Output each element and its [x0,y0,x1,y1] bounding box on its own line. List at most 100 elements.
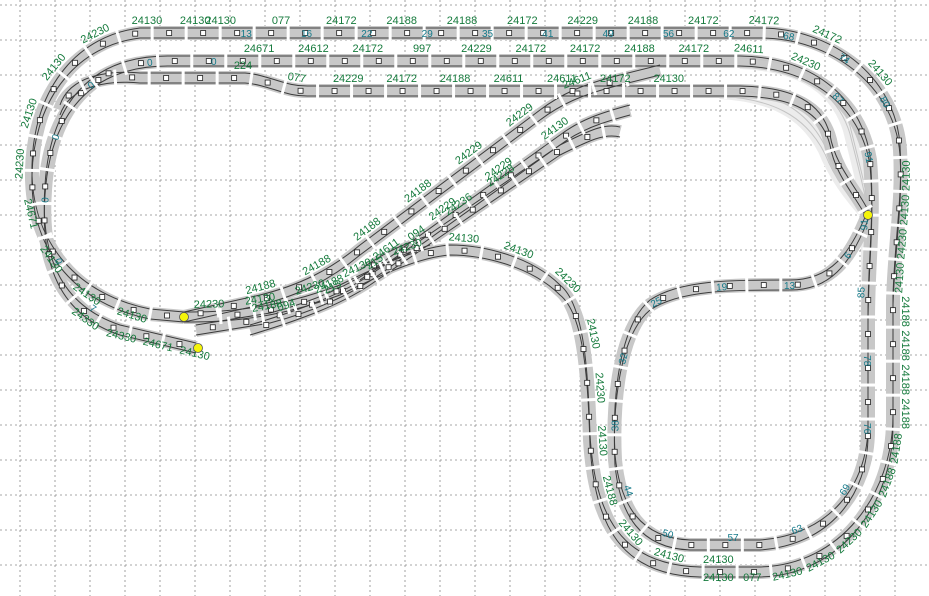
track-joint [779,277,783,294]
section-marker [230,302,237,309]
section-marker [99,40,106,47]
track-index-label: 0 [211,57,217,68]
track-joint [396,250,409,266]
section-marker [611,414,618,421]
section-marker [264,79,271,86]
track-joint [600,123,607,140]
track-part-label: 24130 [180,15,211,27]
track-joint [706,537,710,553]
track-joint [114,29,123,46]
track-part-label: 24172 [679,43,710,55]
section-marker [364,273,371,280]
section-marker [622,541,628,548]
track-joint [326,53,330,69]
track-joint [564,53,568,69]
section-marker [302,30,309,36]
section-marker [826,270,833,277]
track-joint [509,253,519,270]
section-marker [461,247,468,254]
track-part-label: 24130 [653,73,684,85]
section-marker [820,520,826,527]
track-joint [496,53,500,69]
track-joint [740,537,744,553]
track-joint [860,315,877,319]
section-marker [176,341,183,347]
track-joint [885,359,901,363]
open-end-marker[interactable] [863,210,873,220]
track-index-label: 78 [861,355,872,367]
track-joint [834,255,849,269]
section-marker [864,433,871,439]
track-part-label: 24130 [244,291,276,308]
track-joint [419,193,432,209]
track-joint [445,242,450,259]
track-joint [538,269,551,285]
track-index-label: 0 [52,257,64,266]
track-joint [258,53,262,69]
track-joint [666,53,670,69]
track-joint [889,223,907,228]
track-part-label: 24172 [507,15,538,27]
section-marker [896,205,903,212]
track-joint [885,291,902,296]
track-outer-main-rail [31,27,902,568]
section-marker [848,245,855,252]
track-part-label: 24130 [448,231,479,245]
section-marker [231,75,238,81]
track-joint [509,173,521,189]
section-marker [371,262,377,269]
track-index-label: 80 [877,95,892,110]
track-joint [337,255,350,271]
track-part-label: 24172 [570,43,601,55]
track-part-label: 24611 [734,42,764,56]
track-joint [280,79,288,96]
track-part-label: 24188 [628,15,659,27]
track-joint [745,277,749,294]
open-end-marker[interactable] [179,312,189,322]
track-joint [577,363,594,369]
track-index-label: 13 [784,281,796,292]
track-index-label: 41 [542,29,554,40]
track-part-label: 24611 [494,73,524,85]
track-joint [23,168,41,173]
track-index-label: 6 [842,250,854,261]
track-joint [391,214,404,229]
track-joint [120,58,129,76]
track-part-label: 24130 [132,15,163,27]
section-marker [497,187,504,194]
track-joint [773,534,780,552]
track-joint [803,524,814,541]
track-part-label: 24188 [386,15,417,27]
track-joint [422,25,426,41]
track-joint [147,305,154,323]
track-joint [879,459,896,467]
track-second-main-rail [43,65,873,551]
section-marker [749,58,756,65]
section-marker [78,90,85,97]
track-joint [637,522,651,537]
section-marker [744,30,751,36]
section-marker [29,184,36,191]
track-joint [218,308,223,325]
section-marker [441,225,448,232]
track-joint [378,261,388,278]
track-joint [860,281,877,285]
track-outer-main [24,26,908,579]
track-joint [690,83,694,99]
section-marker [616,482,623,489]
track-joint [622,70,630,87]
section-marker [593,117,600,124]
section-marker [584,134,591,140]
section-marker [99,294,106,300]
track-second-main [37,53,879,552]
track-joint [567,136,577,152]
section-marker [95,77,102,83]
section-marker [683,568,690,575]
section-marker [427,250,434,256]
track-joint [286,25,290,41]
track-joint [155,53,160,70]
open-end-marker[interactable] [193,343,203,353]
section-marker [535,88,542,94]
